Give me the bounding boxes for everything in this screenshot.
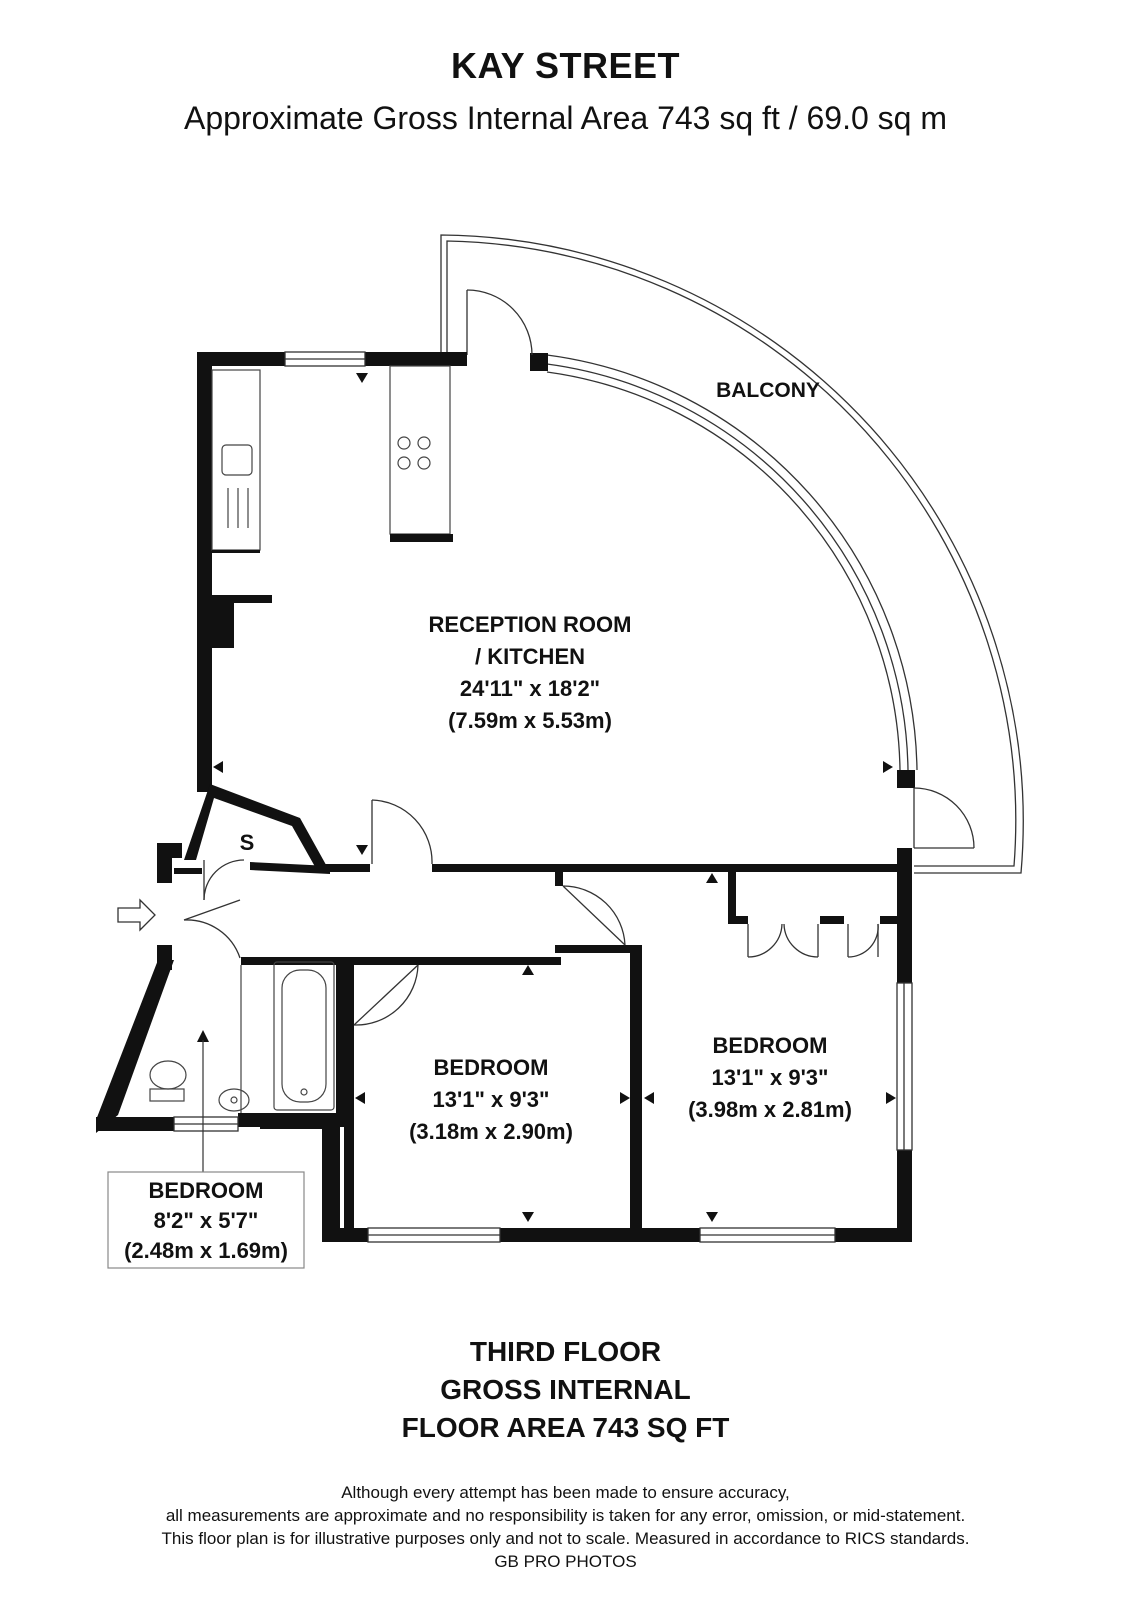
bottom-windows: [173, 982, 913, 1243]
balcony-door-right: [913, 787, 975, 849]
bedroom-middle-name: BEDROOM: [434, 1055, 549, 1080]
bedroom-right-dimensions-imperial: 13'1" x 9'3": [712, 1065, 829, 1090]
small-bedroom-diagonal-wall: [96, 960, 174, 1133]
external-walls: [157, 352, 912, 1242]
disclaimer-line3: This floor plan is for illustrative purp…: [161, 1529, 970, 1548]
disclaimer-line1: Although every attempt has been made to …: [341, 1483, 790, 1502]
kitchen-counter: [211, 365, 451, 551]
bedroom-middle-dimensions-metric: (3.18m x 2.90m): [409, 1119, 573, 1144]
floor-summary-line3: FLOOR AREA 743 SQ FT: [401, 1412, 730, 1443]
store-cupboard-wall: [184, 784, 330, 872]
internal-doors: [183, 799, 879, 1026]
disclaimer-credit: GB PRO PHOTOS: [494, 1552, 637, 1571]
reception-name-line1: RECEPTION ROOM: [429, 612, 632, 637]
store-cupboard-wall: [250, 862, 330, 874]
balcony-window-pillar: [530, 353, 548, 371]
store-label: S: [240, 830, 255, 855]
small-bedroom-bottom-wall: [238, 1113, 268, 1127]
bedroom-right-name: BEDROOM: [713, 1033, 828, 1058]
bedroom-middle-dimensions-imperial: 13'1" x 9'3": [433, 1087, 550, 1112]
disclaimer: Although every attempt has been made to …: [0, 1481, 1131, 1573]
kitchen-end-stub: [212, 550, 260, 553]
disclaimer-line2: all measurements are approximate and no …: [165, 1506, 966, 1525]
balcony-label: BALCONY: [716, 379, 820, 402]
reception-dimensions-metric: (7.59m x 5.53m): [448, 708, 612, 733]
balcony-window-pillar: [897, 770, 915, 788]
reception-name-line2: / KITCHEN: [475, 644, 585, 669]
balcony-door-top: [466, 289, 533, 356]
small-bedroom-bottom-wall: [96, 1117, 174, 1131]
bedroom-small-dimensions-imperial: 8'2" x 5'7": [154, 1208, 259, 1233]
bedroom-small-dimensions-metric: (2.48m x 1.69m): [124, 1238, 288, 1263]
floor-summary: THIRD FLOOR GROSS INTERNAL FLOOR AREA 74…: [0, 1333, 1131, 1447]
kitchen-window: [284, 351, 366, 367]
kitchen-counter-end: [390, 534, 453, 542]
internal-walls: [174, 595, 912, 1242]
plan-title: KAY STREET: [450, 45, 681, 86]
entrance-arrow-icon: [117, 898, 156, 932]
balcony-window-curve: [546, 354, 918, 771]
reception-dimensions-imperial: 24'11" x 18'2": [460, 676, 600, 701]
bathroom-fittings: [149, 961, 335, 1113]
balcony-outline: [440, 234, 1024, 874]
dimension-markers: [197, 373, 896, 1222]
bedroom-right-dimensions-metric: (3.98m x 2.81m): [688, 1097, 852, 1122]
plan-subtitle: Approximate Gross Internal Area 743 sq f…: [183, 100, 948, 136]
bedroom-small-name: BEDROOM: [149, 1178, 264, 1203]
small-bedroom-label-box: [107, 1171, 305, 1269]
floor-summary-line1: THIRD FLOOR: [469, 1336, 662, 1367]
floor-summary-line2: GROSS INTERNAL: [440, 1374, 691, 1405]
